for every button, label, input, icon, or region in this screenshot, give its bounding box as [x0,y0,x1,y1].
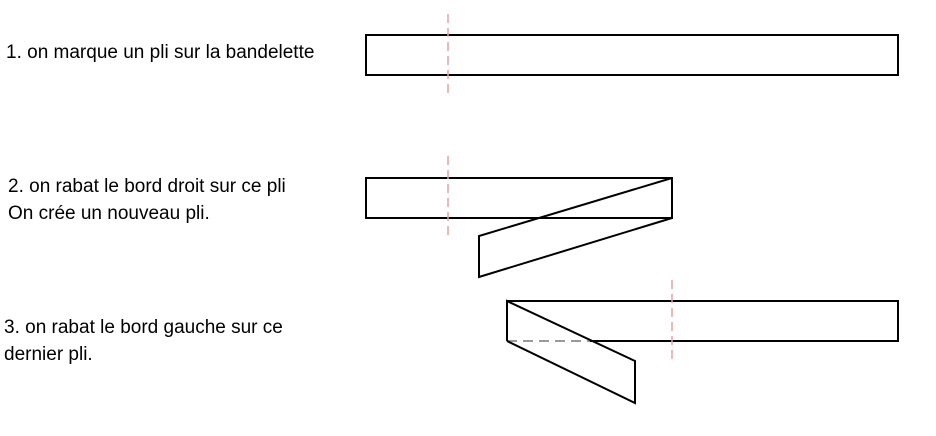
step-2-line-1: 2. on rabat le bord droit sur ce pli [8,176,286,197]
step-2-line-2: On crée un nouveau pli. [8,203,210,224]
step-1-strip [365,34,899,76]
step-1-text: 1. on marque un pli sur la bandelette [6,39,314,66]
step-2-text: 2. on rabat le bord droit sur ce pli On … [8,173,286,227]
step-3-line-2: dernier pli. [4,344,93,365]
step-3-folded-flap [506,299,636,405]
step-2-figure [365,156,673,279]
step-3-figure [506,280,899,405]
step-3-text: 3. on rabat le bord gauche sur ce dernie… [4,314,283,368]
step-3-strip [507,300,899,342]
step-1-line-1: 1. on marque un pli sur la bandelette [6,42,315,63]
step-3-line-1: 3. on rabat le bord gauche sur ce [4,317,283,338]
step-2-upper-strip [365,177,673,219]
step-1-figure [365,14,899,96]
step-2-folded-flap [478,177,673,279]
